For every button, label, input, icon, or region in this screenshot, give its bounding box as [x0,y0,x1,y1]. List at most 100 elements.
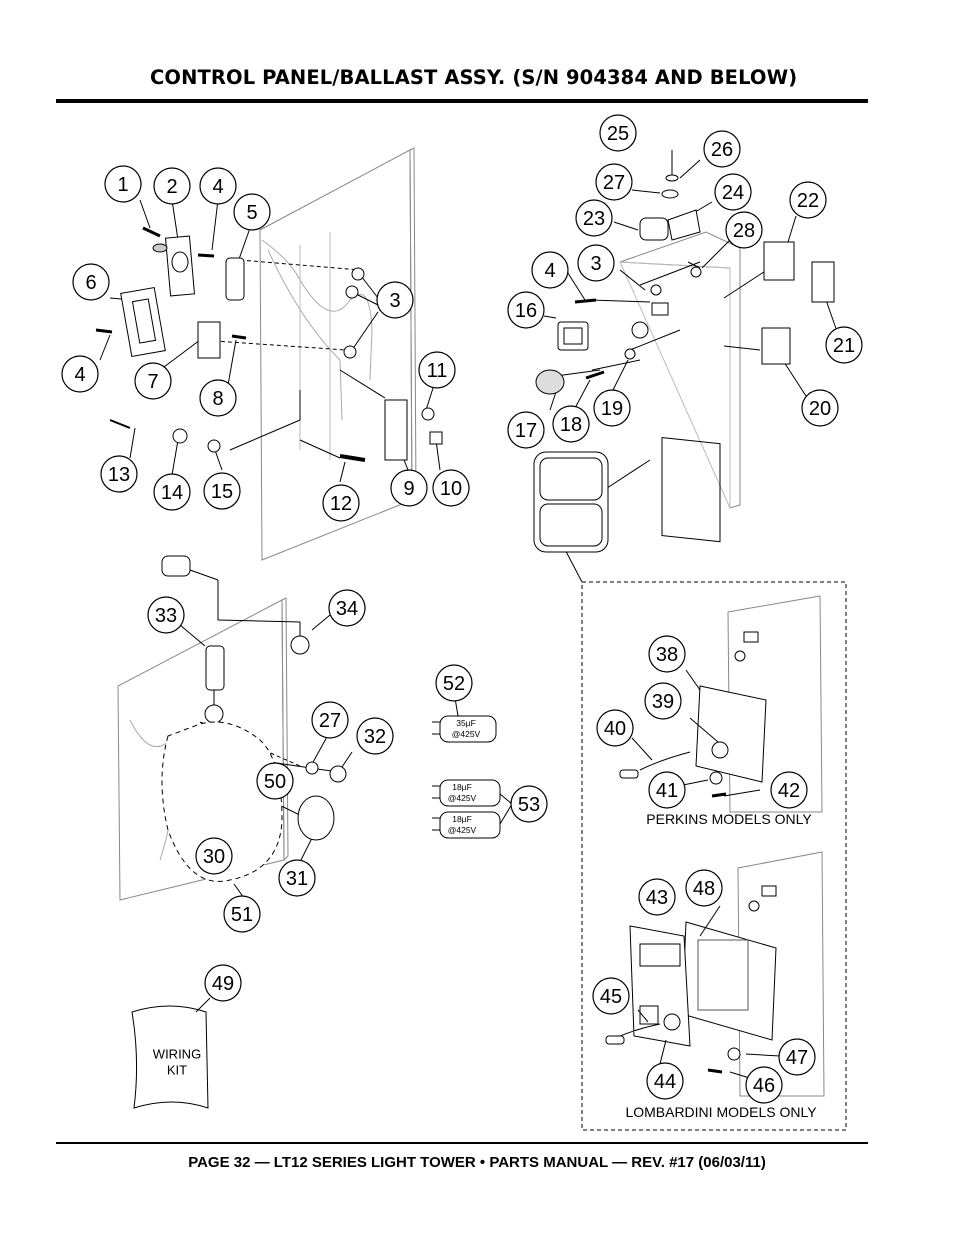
callout-number-53: 53 [518,794,540,816]
footer-rule [56,1142,868,1144]
callout-circle-26 [703,130,741,168]
callout-number-24: 24 [722,182,744,204]
callout-number-31: 31 [286,868,308,890]
perkins-parts [619,669,767,798]
callout-circle-32 [356,717,394,755]
callout-number-28: 28 [733,220,755,242]
callout-circle-42 [770,771,808,809]
callout-number-13: 13 [108,464,130,486]
upper-left-leaders [99,199,441,483]
callout-circle-17 [507,411,545,449]
callout-number-6: 6 [85,272,96,294]
callout-number-25: 25 [607,123,629,145]
callout-circle-23 [575,199,613,237]
callout-circle-34 [328,589,366,627]
callout-number-30: 30 [203,846,225,868]
callout-number-40: 40 [604,718,626,740]
callout-number-14: 14 [161,482,183,504]
callout-circle-30 [195,837,233,875]
callout-circle-45 [592,977,630,1015]
callout-circle-49 [204,964,242,1002]
callout-number-17: 17 [515,420,537,442]
callout-number-41: 41 [656,780,678,802]
ballast-parts [161,555,347,882]
upper-right-parts [533,174,835,553]
callout-number-5: 5 [246,202,257,224]
callout-circle-4 [199,167,237,205]
callout-circle-4-b [531,251,569,289]
callout-circle-6 [72,263,110,301]
callout-circle-19 [593,389,631,427]
callout-number-33: 33 [155,605,177,627]
callout-number-51: 51 [231,904,253,926]
callout-circle-50 [256,762,294,800]
callout-number-32: 32 [364,726,386,748]
callout-number-47: 47 [786,1047,808,1069]
lombardini-note: LOMBARDINI MODELS ONLY [625,1104,817,1120]
callout-circle-9 [390,469,428,507]
callout-number-45: 45 [600,986,622,1008]
callout-number-23: 23 [583,208,605,230]
callout-circle-1 [104,165,142,203]
callout-number-1: 1 [117,174,128,196]
upper-left-parts [95,226,443,462]
callout-circle-44 [646,1062,684,1100]
callout-number-27: 27 [603,172,625,194]
callout-circle-24 [714,173,752,211]
callout-number-39: 39 [652,691,674,713]
callout-number-22: 22 [797,190,819,212]
callout-circle-47 [778,1038,816,1076]
capacitor-53a-label-1: 18µF [452,782,472,792]
capacitor-53 [432,779,513,839]
callout-circle-41 [648,771,686,809]
callout-circle-21 [825,326,863,364]
callout-circle-25 [599,114,637,152]
callout-circle-4-b [61,355,99,393]
callout-number-10: 10 [440,478,462,500]
callout-circle-15 [203,472,241,510]
capacitor-53b-label-1: 18µF [452,814,472,824]
callout-number-4-b: 4 [74,364,85,386]
page-footer: PAGE 32 — LT12 SERIES LIGHT TOWER • PART… [188,1154,766,1171]
callout-circle-7 [134,362,172,400]
callout-circle-3 [376,281,414,319]
callout-circle-22 [789,181,827,219]
callout-circle-38 [648,635,686,673]
callout-circle-39 [644,682,682,720]
callout-circle-14 [153,473,191,511]
callout-number-19: 19 [601,398,623,420]
header-rule [56,99,868,103]
callout-number-3: 3 [389,290,400,312]
control-panel-box-upper-right [619,231,741,543]
wiring-kit-label-2: KIT [167,1063,187,1078]
callout-circle-53 [510,785,548,823]
callout-circle-33 [147,596,185,634]
callout-circle-27 [595,163,633,201]
callout-number-12: 12 [330,493,352,515]
callout-number-20: 20 [809,398,831,420]
callout-number-11: 11 [427,360,448,382]
callout-circle-2 [153,167,191,205]
callout-number-44: 44 [654,1071,676,1093]
callout-number-7: 7 [147,371,158,393]
callout-number-42: 42 [778,780,800,802]
capacitor-53b-label-2: @425V [448,825,477,835]
callout-circle-13 [100,455,138,493]
callout-circle-43 [638,878,676,916]
callout-number-48: 48 [693,878,715,900]
callout-number-27-b: 27 [319,710,341,732]
callout-circle-51 [223,895,261,933]
callout-circle-5 [233,193,271,231]
page-title: CONTROL PANEL/BALLAST ASSY. (S/N 904384 … [150,66,798,89]
callout-number-46: 46 [753,1075,775,1097]
callout-number-16: 16 [515,300,537,322]
callout-number-21: 21 [833,335,855,357]
callout-number-9: 9 [403,478,414,500]
callout-circle-11 [418,351,456,389]
callout-number-43: 43 [646,887,668,909]
callout-number-34: 34 [336,598,358,620]
callout-number-3-b: 3 [590,253,601,275]
lombardini-parts [605,905,781,1081]
callout-number-50: 50 [264,771,286,793]
callout-circle-3-b [577,244,615,282]
